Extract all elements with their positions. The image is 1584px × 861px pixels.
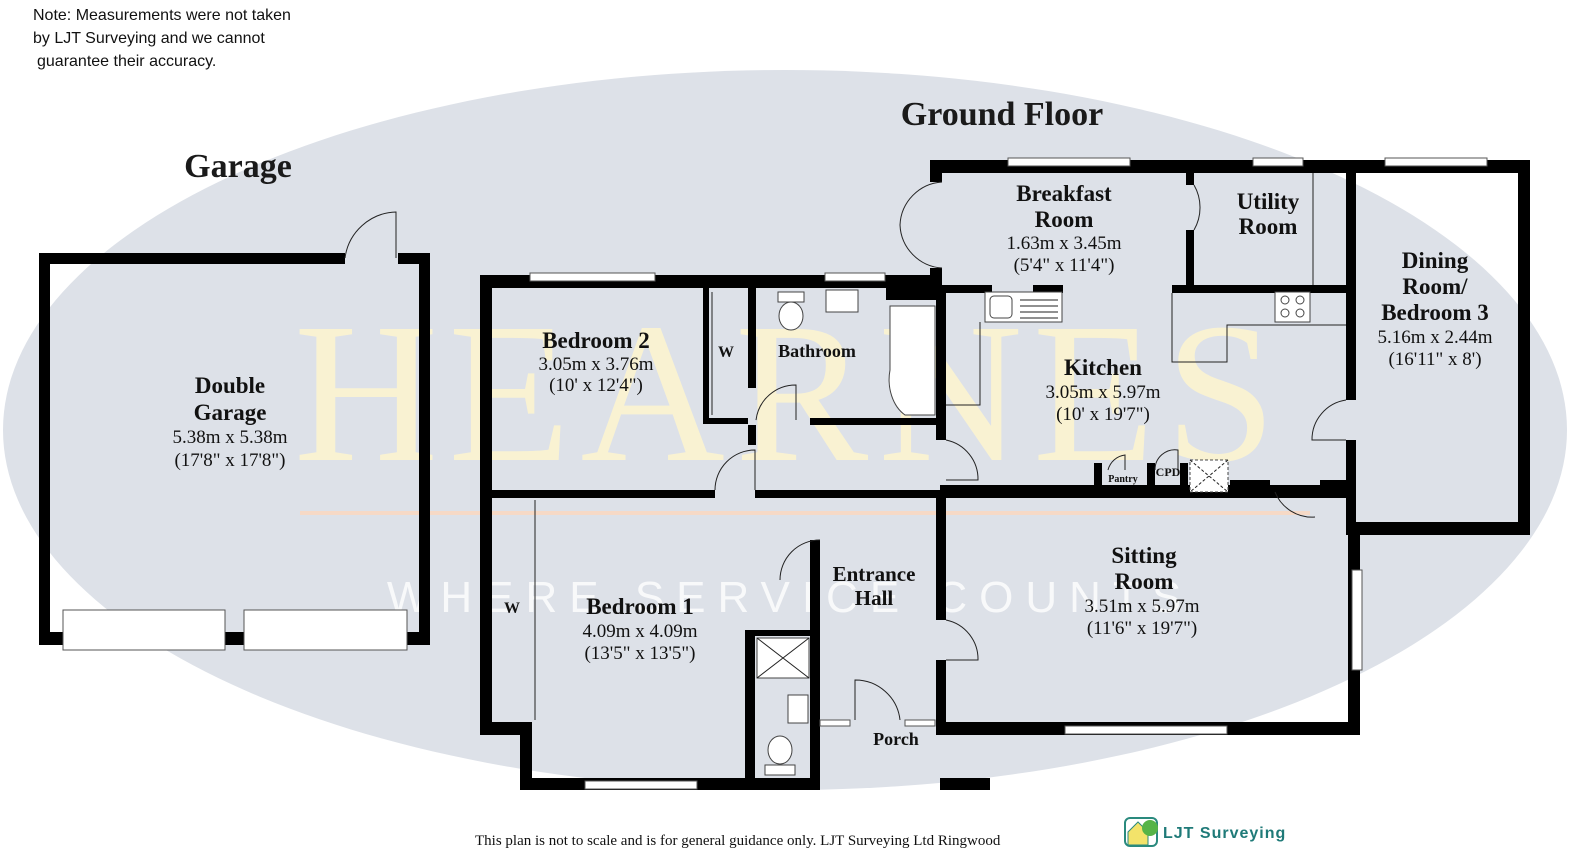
room-label: 4.09m x 4.09m [582,621,697,642]
ground-floor-title: Ground Floor [901,96,1103,133]
watermark-tagline: WHERE SERVICE COUNTS [387,573,1193,622]
room-label: CPD [1156,465,1181,479]
room-label: Entrance [833,562,916,586]
ensuite-toilet [767,735,793,765]
room-label: 3.51m x 5.97m [1084,596,1199,617]
basin [825,289,859,313]
room-label: (16'11" x 8') [1388,349,1481,370]
garage-walls [39,211,430,651]
room-sitting: Sitting Room 3.51m x 5.97m (11'6" x 19'7… [1084,543,1199,639]
logo-text: LJT Surveying [1163,825,1286,842]
room-label: Porch [873,729,919,749]
room-label: 1.63m x 3.45m [1006,233,1121,254]
room-entrance-hall: Entrance Hall [833,562,916,610]
hob [1274,291,1311,323]
room-breakfast: Breakfast Room 1.63m x 3.45m (5'4" x 11'… [1006,181,1121,276]
room-label: W [504,600,520,617]
room-label: W [718,344,734,361]
room-bedroom-2: Bedroom 2 3.05m x 3.76m (10' x 12'4") W [538,328,734,396]
room-label: Bedroom 2 [542,328,650,353]
room-label: Hall [855,586,894,610]
room-utility: Utility Room [1237,189,1300,239]
note-line: by LJT Surveying and we cannot [33,30,265,47]
room-name: Garage [194,400,267,425]
room-label: Sitting [1111,543,1177,568]
room-label: Dining [1402,248,1469,273]
room-label: Pantry [1108,474,1137,485]
room-bathroom: Bathroom [778,341,856,361]
room-label: Bathroom [778,341,856,361]
garage-side-door [344,211,397,259]
room-label: (13'5" x 13'5") [584,643,695,664]
room-label: Room [1035,207,1094,232]
note-line: Note: Measurements were not taken [33,7,291,24]
accuracy-note: Note: Measurements were not taken by LJT… [33,4,291,73]
room-label: (10' x 19'7") [1056,404,1150,425]
room-label: Bedroom 1 [586,594,694,619]
room-label: Room/ [1402,274,1468,299]
toilet [778,301,804,331]
room-label: Utility [1237,189,1300,214]
bath [888,305,936,416]
garage-door [62,609,226,651]
room-metric: 5.38m x 5.38m [172,427,287,448]
room-label: Bedroom 3 [1381,300,1489,325]
room-label: Breakfast [1016,181,1112,206]
doors-and-fixtures [534,173,1347,776]
room-garage: Double Garage 5.38m x 5.38m (17'8" x 17'… [172,373,287,471]
room-label: (11'6" x 19'7") [1087,618,1197,639]
room-name: Double [195,373,265,398]
room-kitchen: Kitchen 3.05m x 5.97m (10' x 19'7") Pant… [1045,355,1180,485]
room-dining: Dining Room/ Bedroom 3 5.16m x 2.44m (16… [1377,248,1492,370]
room-label: Room [1239,214,1298,239]
house-walls [480,157,1530,790]
room-porch: Porch [873,729,919,749]
garage-door [243,609,408,651]
ljt-logo: LJT Surveying [1124,817,1286,847]
footer-disclaimer: This plan is not to scale and is for gen… [475,833,1001,849]
room-bedroom-1: Bedroom 1 4.09m x 4.09m (13'5" x 13'5") … [504,594,698,664]
room-imperial: (17'8" x 17'8") [174,450,285,471]
room-label: (10' x 12'4") [549,375,643,396]
room-label: Kitchen [1064,355,1142,380]
note-line: guarantee their accuracy. [37,53,217,70]
watermark-rule [300,511,1310,515]
room-label: 3.05m x 5.97m [1045,382,1160,403]
room-label: Room [1115,569,1174,594]
room-label: 5.16m x 2.44m [1377,327,1492,348]
room-label: 3.05m x 3.76m [538,354,653,375]
room-label: (5'4" x 11'4") [1014,255,1115,276]
garage-title: Garage [184,148,292,185]
